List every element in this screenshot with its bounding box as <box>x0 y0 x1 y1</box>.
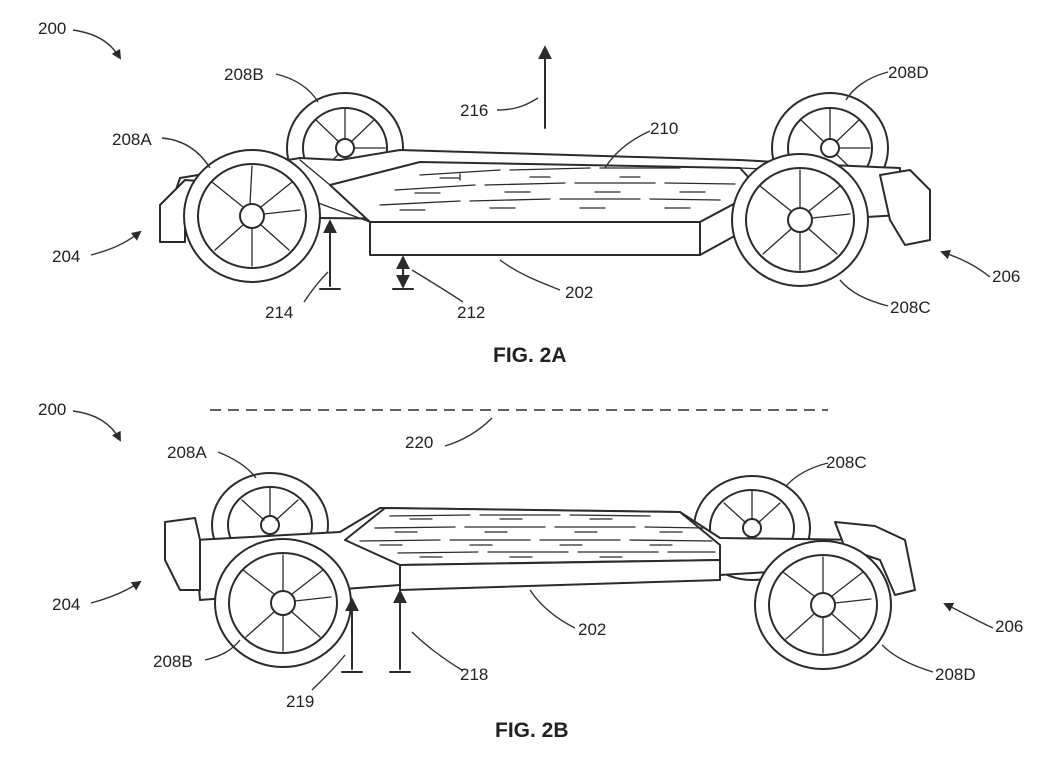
caption-fig-2b: FIG. 2B <box>495 719 569 742</box>
figure-2b: 200 208A 220 208C 204 202 206 208B 218 2… <box>38 400 1023 742</box>
label-214: 214 <box>265 303 293 322</box>
ground-clearance-218 <box>389 589 411 673</box>
wheel-208c <box>731 153 869 287</box>
label-220: 220 <box>405 433 433 452</box>
ground-clearance-219 <box>341 597 363 673</box>
ground-clearance-214 <box>319 219 341 290</box>
figure-2a: 200 208B 208A 216 210 208D 204 206 214 2… <box>38 19 1020 367</box>
label-206-b: 206 <box>995 617 1023 636</box>
label-208c-a: 208C <box>890 298 931 317</box>
label-218: 218 <box>460 665 488 684</box>
label-208a-a: 208A <box>112 130 152 149</box>
wheel-208a <box>183 149 321 283</box>
label-200-b: 200 <box>38 400 66 419</box>
label-212: 212 <box>457 303 485 322</box>
label-208a-b: 208A <box>167 443 207 462</box>
label-219: 219 <box>286 692 314 711</box>
caption-fig-2a: FIG. 2A <box>493 344 567 367</box>
label-204-b: 204 <box>52 595 80 614</box>
label-208c-b: 208C <box>826 453 867 472</box>
label-208b-a: 208B <box>224 65 264 84</box>
label-202-a: 202 <box>565 283 593 302</box>
label-206-a: 206 <box>992 267 1020 286</box>
wheel-208b-b <box>214 538 352 668</box>
label-202-b: 202 <box>578 620 606 639</box>
label-208d-b: 208D <box>935 665 976 684</box>
label-204-a: 204 <box>52 247 80 266</box>
platform-202-b <box>164 507 916 601</box>
label-208b-b: 208B <box>153 652 193 671</box>
label-208d-a: 208D <box>888 63 929 82</box>
ground-clearance-212 <box>392 255 414 290</box>
label-210: 210 <box>650 119 678 138</box>
label-216: 216 <box>460 101 488 120</box>
label-200-a: 200 <box>38 19 66 38</box>
wheel-208d-b <box>754 540 892 670</box>
